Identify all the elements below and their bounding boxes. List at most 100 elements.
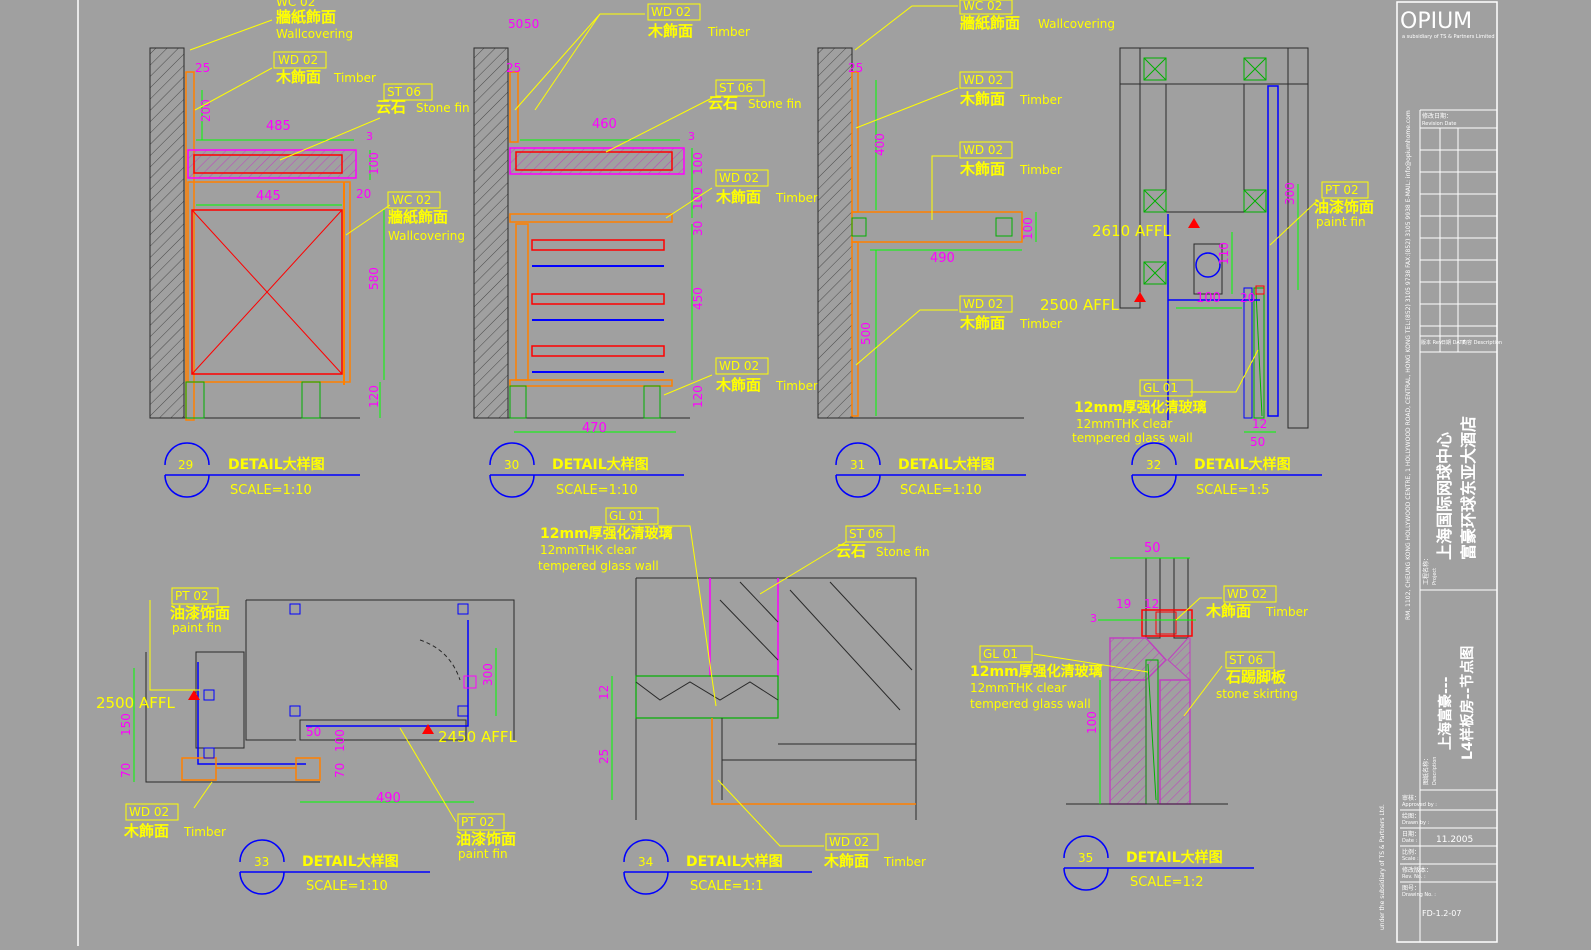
description-label-en: Description [1432, 757, 1438, 785]
label-cn: 油漆饰面 [170, 604, 230, 622]
label-cn: 12mm厚强化清玻璃 [540, 525, 673, 542]
label-en: Stone fin [748, 97, 802, 111]
label-cn: 牆紙飾面 [276, 8, 336, 26]
label-en: Stone fin [876, 545, 930, 559]
dim-text: 12 [1252, 417, 1267, 431]
date-column: 日期 DATE [1441, 340, 1466, 346]
label-cn: 云石 [376, 98, 406, 116]
label-cn: 云石 [708, 94, 738, 112]
detail-title: DETAIL大样图 [302, 853, 399, 870]
detail-scale: SCALE=1:10 [306, 879, 388, 894]
label-cn: 石踢脚板 [1225, 668, 1287, 686]
label-cn: 木飾面 [823, 852, 869, 870]
tag: WD 02 [129, 805, 169, 819]
dim-text: 580 [367, 267, 381, 290]
detail-35: 50 19 12 3 100 GL 01 12mm厚强化清玻璃 12mmTHK … [970, 541, 1308, 891]
dim-text: 100 [691, 187, 705, 210]
label-cn: 木飾面 [275, 68, 321, 86]
detail-title: DETAIL大样图 [1126, 849, 1223, 866]
label-cn: 木飾面 [959, 160, 1005, 178]
label-en: Timber [183, 825, 226, 839]
label-cn: 油漆饰面 [456, 830, 516, 848]
tag: WD 02 [278, 53, 318, 67]
label-cn: 油漆饰面 [1314, 198, 1374, 216]
detail-number: 35 [1078, 851, 1093, 865]
tag: ST 06 [1229, 653, 1263, 667]
label-en: paint fin [458, 847, 508, 861]
label-en: tempered glass wall [970, 697, 1091, 711]
detail-title: DETAIL大样图 [552, 456, 649, 473]
label-cn: 木飾面 [715, 376, 761, 394]
label-en: tempered glass wall [1072, 431, 1193, 445]
rev-no-label-en: Rev. No. : [1402, 874, 1426, 880]
rev-column: 版本 Rev. [1421, 339, 1443, 346]
vertical-note: under the subsidiary of TS & Partners Lt… [1379, 804, 1386, 930]
label-cn: 木飾面 [715, 188, 761, 206]
tag: WD 02 [1227, 587, 1267, 601]
dim-text: 150 [119, 713, 133, 736]
dim-text: 70 [119, 763, 133, 778]
label-en: Timber [1019, 93, 1062, 107]
tag: WD 02 [719, 171, 759, 185]
tag: PT 02 [461, 815, 495, 829]
dim-text: 30 [691, 221, 705, 236]
dim-text: 3 [1090, 612, 1097, 625]
label-cn: 12mm厚强化清玻璃 [1074, 399, 1207, 416]
dim-text: 12 [597, 685, 611, 700]
label-cn: 牆紙飾面 [960, 14, 1020, 32]
detail-scale: SCALE=1:10 [900, 483, 982, 498]
dim-text: 50 [524, 17, 539, 31]
dim-text: 100 [1085, 711, 1099, 734]
detail-number: 32 [1146, 458, 1161, 472]
detail-number: 34 [638, 855, 653, 869]
tag: WC 02 [392, 193, 431, 207]
detail-number: 33 [254, 855, 269, 869]
dim-text: 445 [256, 189, 281, 204]
tag: ST 06 [849, 527, 883, 541]
dim-text: 25 [597, 749, 611, 764]
label-cn: 12mm厚强化清玻璃 [970, 663, 1103, 680]
tag: WD 02 [719, 359, 759, 373]
detail-34: 12 25 GL 01 12mm厚强化清玻璃 12mmTHK clear tem… [538, 507, 930, 895]
dim-text: 20 [356, 187, 371, 201]
tag: WD 02 [963, 73, 1003, 87]
project-name-1: 上海国际网球中心 [1435, 432, 1454, 560]
tag: WC 02 [963, 0, 1002, 13]
detail-title: DETAIL大样图 [898, 456, 995, 473]
tag: GL 01 [1143, 381, 1178, 395]
dim-text: 25 [506, 61, 521, 75]
level-2610: 2610 AFFL [1092, 222, 1171, 240]
label-en: Wallcovering [276, 27, 353, 41]
tag: WC 02 [276, 0, 315, 9]
drawing-no-label: 图号： [1402, 885, 1420, 892]
dim-text: 100 [1196, 291, 1221, 306]
project-name-2: 富豪环球东亚大酒店 [1459, 416, 1478, 560]
dim-text: 20 [1240, 291, 1255, 305]
level-2500: 2500 AFFL [1040, 296, 1119, 314]
dim-text: 25 [195, 61, 210, 75]
tag: GL 01 [609, 509, 644, 523]
tag: ST 06 [719, 81, 753, 95]
tag: ST 06 [387, 85, 421, 99]
detail-title: DETAIL大样图 [1194, 456, 1291, 473]
label-en: Timber [1265, 605, 1308, 619]
label-cn: 木飾面 [959, 314, 1005, 332]
dim-text: 200 [199, 99, 213, 122]
dim-text: 50 [1144, 541, 1161, 556]
label-en: Timber [707, 25, 750, 39]
dim-text: 100 [333, 729, 347, 752]
dim-text: 400 [873, 133, 887, 156]
dim-text: 100 [691, 152, 705, 175]
label-en: Timber [1019, 317, 1062, 331]
drawing-description-1: 上海富豪--- [1437, 676, 1454, 750]
detail-number: 31 [850, 458, 865, 472]
title-block: OPIUM a subsidiary of TS & Partners Limi… [1379, 9, 1502, 942]
label-en: 12mmTHK clear [970, 681, 1066, 695]
company-address: RM. 1102, CHEUNG KONG HOLLYWOOD CENTRE, … [1405, 110, 1412, 620]
dim-text: 12 [1144, 597, 1159, 611]
detail-number: 30 [504, 458, 519, 472]
label-en: 12mmTHK clear [1076, 417, 1172, 431]
label-cn: 牆紙飾面 [388, 208, 448, 226]
detail-scale: SCALE=1:10 [230, 483, 312, 498]
